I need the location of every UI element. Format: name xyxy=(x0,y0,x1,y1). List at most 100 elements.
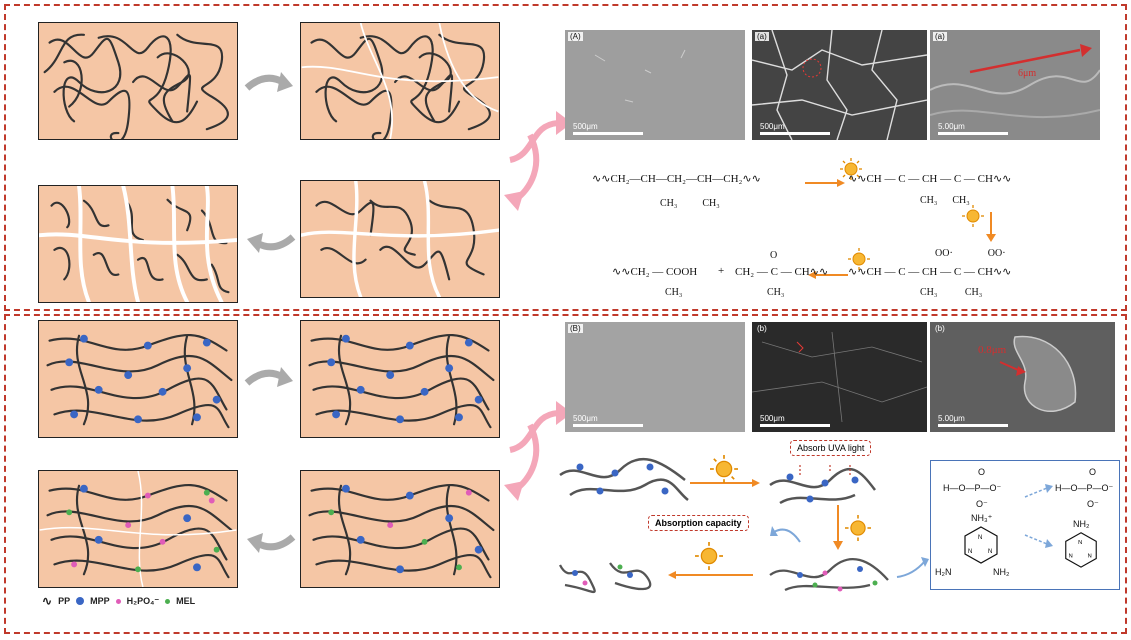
sun-icon xyxy=(695,542,723,570)
sem-cracked-texture xyxy=(752,30,927,140)
mpp-decomposition-box: O H—O—P—O⁻ O⁻ NH₃⁺ N N N H₂N NH₂ O H—O—P… xyxy=(930,460,1120,590)
gray-arrow-right xyxy=(244,72,293,92)
blue-curved-arrow xyxy=(770,526,801,543)
sem-image-A: (A) 500μm xyxy=(565,30,745,140)
svg-text:N: N xyxy=(978,535,982,541)
sem-image-a-zoom: (a) 6μm 5.00μm xyxy=(930,30,1100,140)
orange-arrow-down xyxy=(986,212,996,242)
pp-matrix-crack-growth xyxy=(300,180,500,298)
scale-bar: 5.00μm xyxy=(938,414,1008,427)
pp-chains-graphic xyxy=(43,33,229,139)
legend-mpp: MPP xyxy=(90,596,110,606)
peroxide-oo-label: OO· OO· xyxy=(935,248,1006,259)
triazine-ring: N N N xyxy=(964,526,998,564)
pp-matrix-degraded xyxy=(38,185,238,303)
sun-icon xyxy=(710,455,738,483)
sem-label: (B) xyxy=(568,324,583,333)
svg-text:N: N xyxy=(1088,554,1092,560)
pp-mpp-graphic xyxy=(308,484,495,579)
absorb-uva-callout: Absorb UVA light xyxy=(790,440,872,456)
phosphate-right-o-bottom: O⁻ xyxy=(1087,499,1099,509)
sem-zoom-texture xyxy=(999,335,1077,412)
formula-text: CH₂—CH—CH₂—CH—CH₂ xyxy=(610,173,743,185)
sem-image-a-cracked: (a) 500μm xyxy=(752,30,927,140)
pp-legend-icon: ∿ xyxy=(42,594,53,608)
scale-label: 500μm xyxy=(573,122,598,131)
products-ketone-methyl: CH₃ xyxy=(767,287,784,298)
pp-mpp-chain-cluster xyxy=(559,457,689,501)
pp-chains-graphic xyxy=(301,23,499,139)
pp-mpp-initial xyxy=(38,320,238,438)
products-ketone: CH₂ — C — CH∿∿ xyxy=(735,266,829,278)
pp-mpp-graphic xyxy=(308,334,495,429)
sem-label: (A) xyxy=(568,32,583,41)
orange-arrow-left xyxy=(668,571,753,579)
ammonium-label: NH₃⁺ xyxy=(971,513,993,523)
radical-methyls: CH₃ CH₃ xyxy=(920,195,970,206)
mel-legend-icon xyxy=(165,598,171,604)
legend-pp: PP xyxy=(58,596,71,606)
radical-formula: ∿∿CH — C — CH — C — CH∿∿ xyxy=(848,173,1012,185)
amine-left: H₂N xyxy=(935,567,952,577)
bottom-panel xyxy=(4,314,1127,634)
sun-icon xyxy=(845,515,871,541)
formula-text: O xyxy=(770,250,778,261)
legend-mel: MEL xyxy=(176,596,196,606)
sun-icon xyxy=(840,158,862,180)
pp-mpp-stage2 xyxy=(300,320,500,438)
scale-label: 500μm xyxy=(760,122,785,131)
sem-image-b-surface: (b) 500μm xyxy=(752,322,927,432)
svg-text:N: N xyxy=(988,549,992,555)
melamine-ring: N N N xyxy=(1065,532,1097,568)
gray-arrow-left xyxy=(247,533,296,553)
products-acid-methyl: CH₃ xyxy=(665,287,682,298)
pp-mpp-stage3 xyxy=(300,470,500,588)
legend: ∿ PP MPP H₂PO₄⁻ MEL xyxy=(42,594,195,608)
phosphate-left: H—O—P—O⁻ xyxy=(943,483,1002,493)
sem-image-b-zoom: (b) 0.8μm 5.00μm xyxy=(930,322,1115,432)
phosphate-right-o-top: O xyxy=(1089,467,1097,477)
svg-text:N: N xyxy=(1069,554,1073,560)
phosphate-o-top: O xyxy=(978,467,986,477)
scale-label: 5.00μm xyxy=(938,414,965,423)
sem-label: (a) xyxy=(933,32,947,41)
formula-text: + xyxy=(718,265,725,277)
mpp-legend-icon xyxy=(76,597,85,605)
blue-curved-arrow xyxy=(896,557,929,578)
callout-text: Absorption capacity xyxy=(655,518,742,528)
orange-arrow xyxy=(690,479,760,487)
sun-icon xyxy=(848,248,870,270)
scale-bar: 500μm xyxy=(760,122,830,135)
formula-text: CH₃ CH₃ xyxy=(920,287,983,298)
pp-mpp-chain-degraded xyxy=(769,558,889,592)
pink-branch-arrow xyxy=(504,401,572,501)
orange-arrow-left xyxy=(808,271,848,279)
pp-mpp-graphic xyxy=(39,471,237,587)
dashed-arrow xyxy=(1024,484,1053,498)
formula-text: CH₃ xyxy=(665,287,683,298)
measure-label: 6μm xyxy=(1018,68,1037,79)
callout-text: Absorb UVA light xyxy=(797,443,865,453)
scale-bar: 500μm xyxy=(573,414,643,427)
plus-sign: + xyxy=(718,265,724,277)
formula-text: CH₃ CH₃ xyxy=(920,195,970,206)
pp-mpp-graphic xyxy=(46,334,233,429)
pp-chains-graphic xyxy=(39,186,237,302)
formula-text: CH₂ — C — CH xyxy=(735,266,810,278)
scale-label: 500μm xyxy=(573,414,598,423)
top-panel xyxy=(4,4,1127,311)
formula-text: OO· OO· xyxy=(935,248,1006,259)
formula-text: CH₃ xyxy=(767,287,785,298)
measure-label: 0.8μm xyxy=(978,344,1007,356)
sem-label: (b) xyxy=(935,324,945,333)
orange-arrow-down xyxy=(833,505,843,550)
pp-mpp-decomposed xyxy=(38,470,238,588)
legend-h2po4: H₂PO₄⁻ xyxy=(126,595,160,606)
pink-branch-arrow xyxy=(504,111,572,211)
svg-text:N: N xyxy=(968,549,972,555)
pp-mpp-chain-cluster xyxy=(769,465,876,505)
sem-label: (a) xyxy=(755,32,769,41)
gray-arrow-left xyxy=(247,233,296,253)
products-ketone-o: O xyxy=(770,250,777,261)
peroxide-formula: ∿∿CH — C — CH — C — CH∿∿ xyxy=(848,266,1012,278)
